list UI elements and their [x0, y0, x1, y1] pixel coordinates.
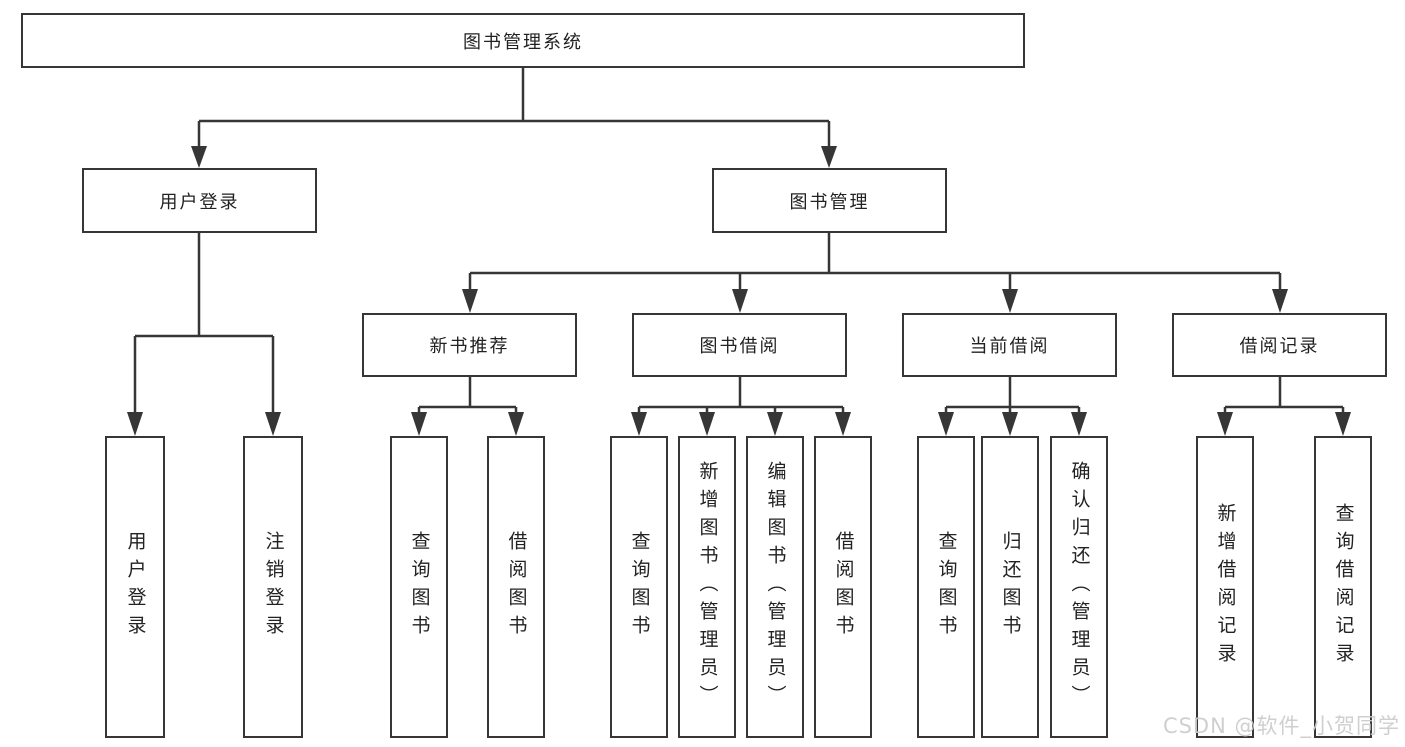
- node-new-book-recommend-label: 新书推荐: [429, 336, 510, 357]
- leaf-query-books-borrowing: 查询图书: [610, 436, 668, 738]
- node-book-management-label: 图书管理: [789, 191, 870, 213]
- leaf-confirm-return-admin-label: 确认归还（管理员）: [1068, 461, 1091, 713]
- node-current-borrowing-label: 当前借阅: [969, 336, 1050, 357]
- node-user-login: 用户登录: [82, 168, 317, 233]
- leaf-borrow-books-label: 借阅图书: [832, 531, 855, 643]
- leaf-query-books-recommend: 查询图书: [390, 436, 448, 738]
- leaf-edit-books-admin: 编辑图书（管理员）: [746, 436, 804, 738]
- connector-arrowheads: [127, 146, 1351, 436]
- node-book-management: 图书管理: [712, 168, 947, 233]
- leaf-confirm-return-admin: 确认归还（管理员）: [1050, 436, 1108, 738]
- csdn-watermark: CSDN @软件_小贺同学: [1162, 714, 1400, 738]
- leaf-user-login: 用户登录: [105, 436, 165, 738]
- leaf-query-borrow-record-label: 查询借阅记录: [1332, 503, 1355, 671]
- leaf-query-books-borrowing-label: 查询图书: [628, 531, 651, 643]
- leaf-add-books-admin-label: 新增图书（管理员）: [696, 461, 719, 713]
- leaf-borrow-books: 借阅图书: [814, 436, 872, 738]
- node-book-borrowing-label: 图书借阅: [699, 336, 780, 357]
- leaf-add-borrow-record-label: 新增借阅记录: [1214, 503, 1237, 671]
- node-borrowing-records: 借阅记录: [1172, 313, 1387, 377]
- leaf-return-books: 归还图书: [981, 436, 1039, 738]
- node-user-login-label: 用户登录: [159, 191, 240, 213]
- leaf-add-books-admin: 新增图书（管理员）: [678, 436, 736, 738]
- leaf-add-borrow-record: 新增借阅记录: [1196, 436, 1254, 738]
- leaf-query-books-recommend-label: 查询图书: [408, 531, 431, 643]
- leaf-borrow-books-recommend: 借阅图书: [487, 436, 545, 738]
- leaf-query-books-current-label: 查询图书: [935, 531, 958, 643]
- leaf-query-books-current: 查询图书: [917, 436, 975, 738]
- node-library-system-label: 图书管理系统: [463, 31, 583, 53]
- leaf-return-books-label: 归还图书: [999, 531, 1022, 643]
- connector-paths: [133, 68, 1345, 412]
- leaf-user-login-label: 用户登录: [124, 531, 147, 643]
- leaf-edit-books-admin-label: 编辑图书（管理员）: [764, 461, 787, 713]
- node-current-borrowing: 当前借阅: [902, 313, 1117, 377]
- leaf-borrow-books-recommend-label: 借阅图书: [505, 531, 528, 643]
- leaf-logout: 注销登录: [243, 436, 303, 738]
- node-library-system: 图书管理系统: [21, 13, 1025, 68]
- node-borrowing-records-label: 借阅记录: [1239, 336, 1320, 357]
- node-new-book-recommend: 新书推荐: [362, 313, 577, 377]
- leaf-logout-label: 注销登录: [262, 531, 285, 643]
- leaf-query-borrow-record: 查询借阅记录: [1314, 436, 1372, 738]
- node-book-borrowing: 图书借阅: [632, 313, 847, 377]
